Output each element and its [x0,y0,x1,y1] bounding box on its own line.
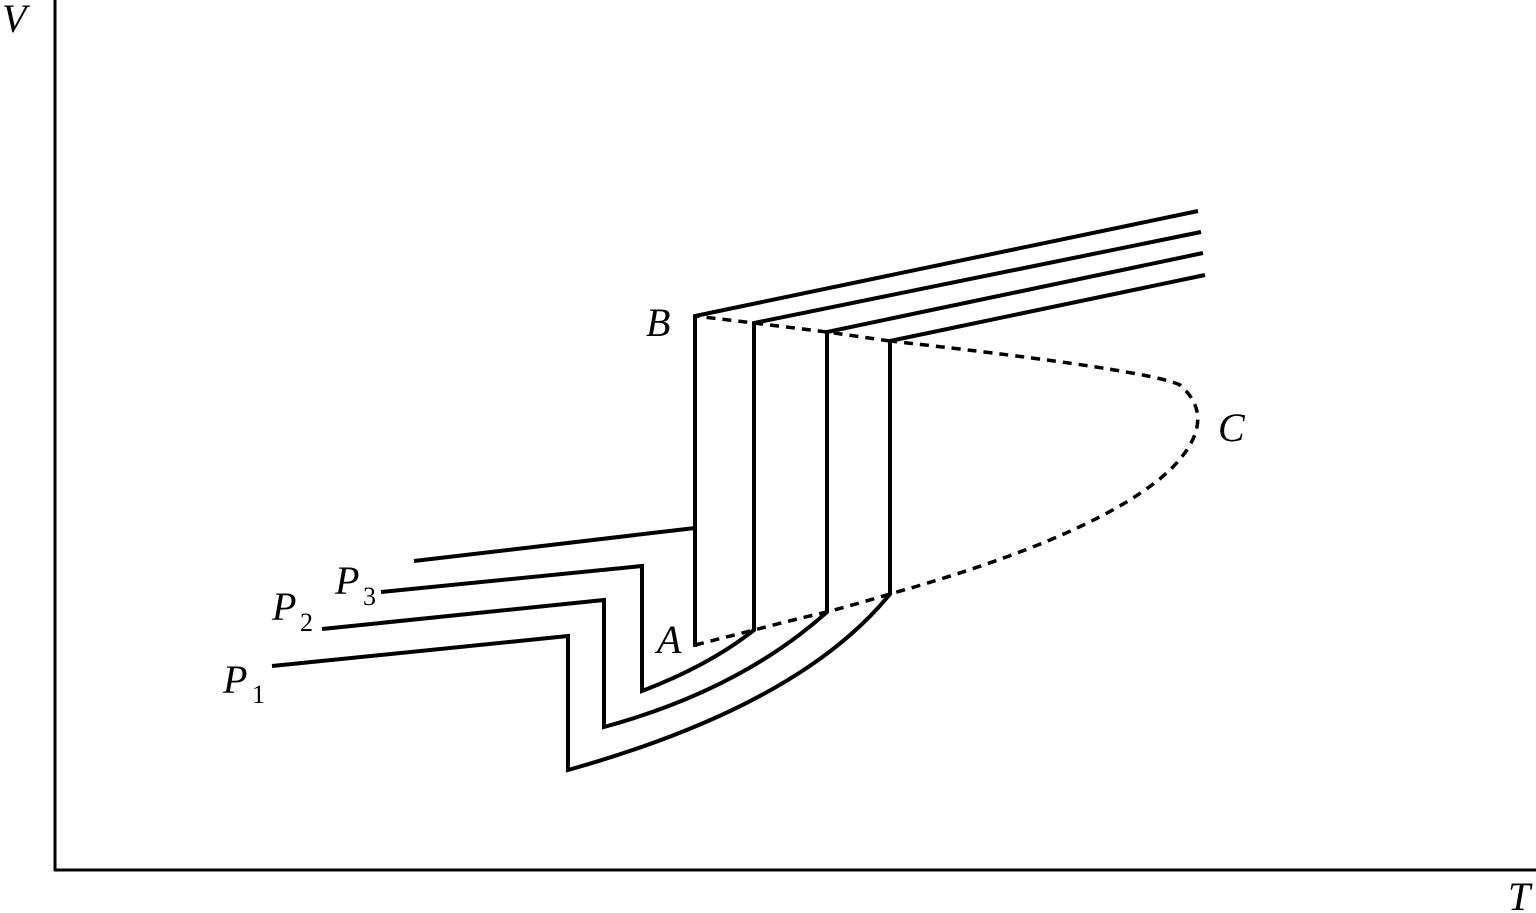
x-axis-label: T [1508,874,1533,913]
isobar-label-p1: P [222,657,247,702]
point-label-b: B [646,300,670,345]
coexistence-boundary-upper [694,314,891,343]
point-label-a: A [654,617,682,662]
y-axis-label: V [2,0,31,41]
coexistence-boundary-lower [694,339,1200,647]
isobar-p4-curve [413,526,696,563]
isobar-p1-curve [271,273,1206,773]
point-label-c: C [1218,405,1246,450]
isobar-label-p2: P [271,584,296,629]
isobar-p2-curve [321,251,1204,730]
isobar-label-p2-subscript: 2 [300,608,313,637]
isobar-label-p3-subscript: 3 [363,582,376,611]
isobar-p3-curve [380,230,1202,694]
isobar-label-p3: P [334,558,359,603]
isobar-label-p1-subscript: 1 [252,680,265,709]
isobar-p4-vertical [693,209,1199,647]
